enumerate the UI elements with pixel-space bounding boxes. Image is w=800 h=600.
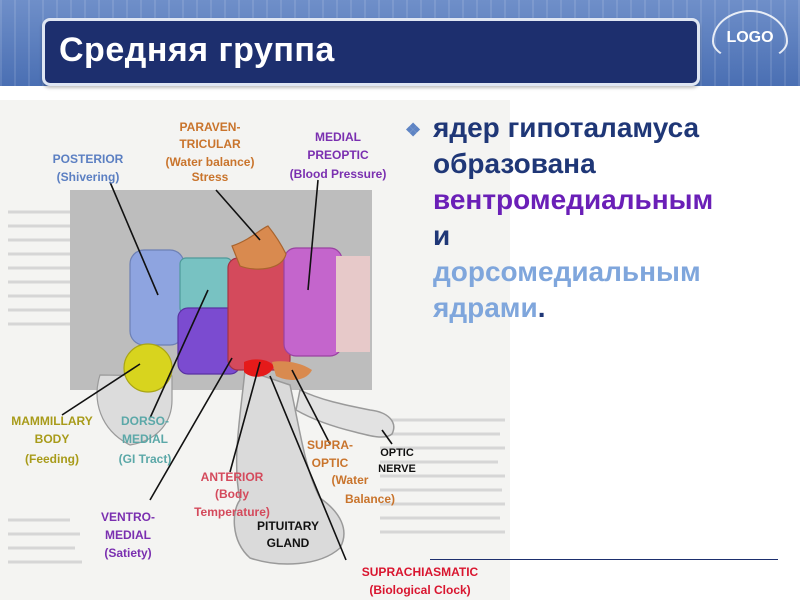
nucleus-posterior bbox=[129, 249, 185, 346]
label-pituitary-1: PITUITARY bbox=[257, 519, 319, 533]
label-dorsomedial-3: (GI Tract) bbox=[119, 452, 172, 466]
logo: LOGO bbox=[712, 10, 788, 62]
label-posterior-1: POSTERIOR bbox=[53, 152, 124, 166]
label-dorsomedial-1: DORSO- bbox=[121, 414, 169, 428]
bullet-line-1: ядер гипоталамуса bbox=[433, 112, 700, 143]
bullet-line-5: дорсомедиальным bbox=[433, 256, 701, 287]
nucleus-dorsomedial bbox=[179, 257, 233, 315]
label-mammillary-3: (Feeding) bbox=[25, 452, 79, 466]
bullet-line-4: и bbox=[433, 220, 451, 251]
label-paraventricular-1: PARAVEN- bbox=[180, 120, 241, 134]
label-paraventricular-2: TRICULAR bbox=[179, 137, 241, 151]
label-posterior-2: (Shivering) bbox=[57, 170, 120, 184]
label-paraventricular-3: (Water balance) bbox=[166, 155, 255, 169]
slide-title: Средняя группа bbox=[59, 31, 335, 69]
pointer-lines bbox=[61, 179, 393, 561]
bullet-line-6-period: . bbox=[537, 292, 546, 323]
label-supraoptic-2: OPTIC bbox=[312, 456, 349, 470]
label-pituitary-2: GLAND bbox=[267, 536, 310, 550]
label-suprachiasmatic-1: SUPRACHIASMATIC bbox=[362, 565, 479, 579]
label-medial-preoptic-2: PREOPTIC bbox=[307, 148, 369, 162]
label-anterior-1: ANTERIOR bbox=[201, 470, 264, 484]
label-dorsomedial-2: MEDIAL bbox=[122, 432, 168, 446]
footer-divider bbox=[430, 559, 778, 560]
logo-text: LOGO bbox=[726, 29, 774, 46]
label-ventromedial-1: VENTRO- bbox=[101, 510, 155, 524]
hypothalamus-diagram: PARAVEN- TRICULAR (Water balance) Stress… bbox=[0, 100, 510, 600]
label-suprachiasmatic-2: (Biological Clock) bbox=[369, 583, 470, 597]
bullet-line-2: образована bbox=[433, 148, 596, 179]
label-medial-preoptic-3: (Blood Pressure) bbox=[290, 167, 387, 181]
nucleus-anterior bbox=[227, 257, 291, 371]
brainstem bbox=[96, 374, 173, 446]
label-ventromedial-2: MEDIAL bbox=[105, 528, 151, 542]
label-optic-nerve-1: OPTIC bbox=[380, 447, 414, 459]
label-optic-nerve-2: NERVE bbox=[378, 463, 416, 475]
label-ventromedial-3: (Satiety) bbox=[104, 546, 151, 560]
logo-arc-icon bbox=[712, 10, 788, 62]
label-supraoptic-1: SUPRA- bbox=[307, 438, 353, 452]
bullet-line-6: ядрами. bbox=[433, 290, 546, 326]
title-box: Средняя группа bbox=[42, 18, 700, 86]
optic-nerve bbox=[295, 388, 395, 438]
label-anterior-3: Temperature) bbox=[194, 505, 270, 519]
label-anterior-2: (Body bbox=[215, 487, 249, 501]
bullet-line-3: вентромедиальным bbox=[433, 184, 714, 215]
label-supraoptic-3: (Water bbox=[332, 473, 369, 487]
bullet-line-6-word: ядрами bbox=[433, 292, 538, 323]
label-supraoptic-4: Balance) bbox=[345, 492, 395, 506]
label-mammillary-1: MAMMILLARY bbox=[11, 414, 93, 428]
bullet-diamond-icon: ❖ bbox=[405, 120, 422, 140]
label-paraventricular-4: Stress bbox=[192, 170, 229, 184]
label-medial-preoptic-1: MEDIAL bbox=[315, 130, 361, 144]
label-mammillary-2: BODY bbox=[35, 432, 70, 446]
nucleus-medial-preoptic bbox=[283, 247, 343, 357]
preoptic-back bbox=[336, 256, 370, 352]
